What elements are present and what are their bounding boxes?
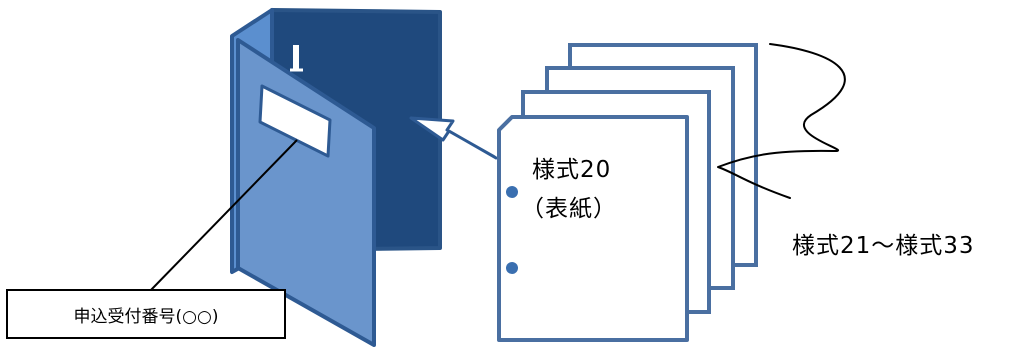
folder [230,8,442,347]
cover-form-subtitle: （表紙） [521,196,617,222]
cover-form-title: 様式20 [532,157,612,183]
forms-range-label: 様式21～様式33 [792,233,975,259]
page-front [497,115,689,342]
label-window [258,84,332,158]
punch-hole-bottom [506,262,518,274]
receipt-number-box: 申込受付番号(○○) [6,289,286,339]
receipt-leader-line [149,139,298,292]
insert-arrow-icon [409,116,498,160]
punch-hole-top [506,186,518,198]
range-brace-curve [717,43,846,199]
binder-clip-icon [290,43,303,72]
document-stack [497,43,758,342]
receipt-number-label: 申込受付番号(○○) [73,306,219,327]
